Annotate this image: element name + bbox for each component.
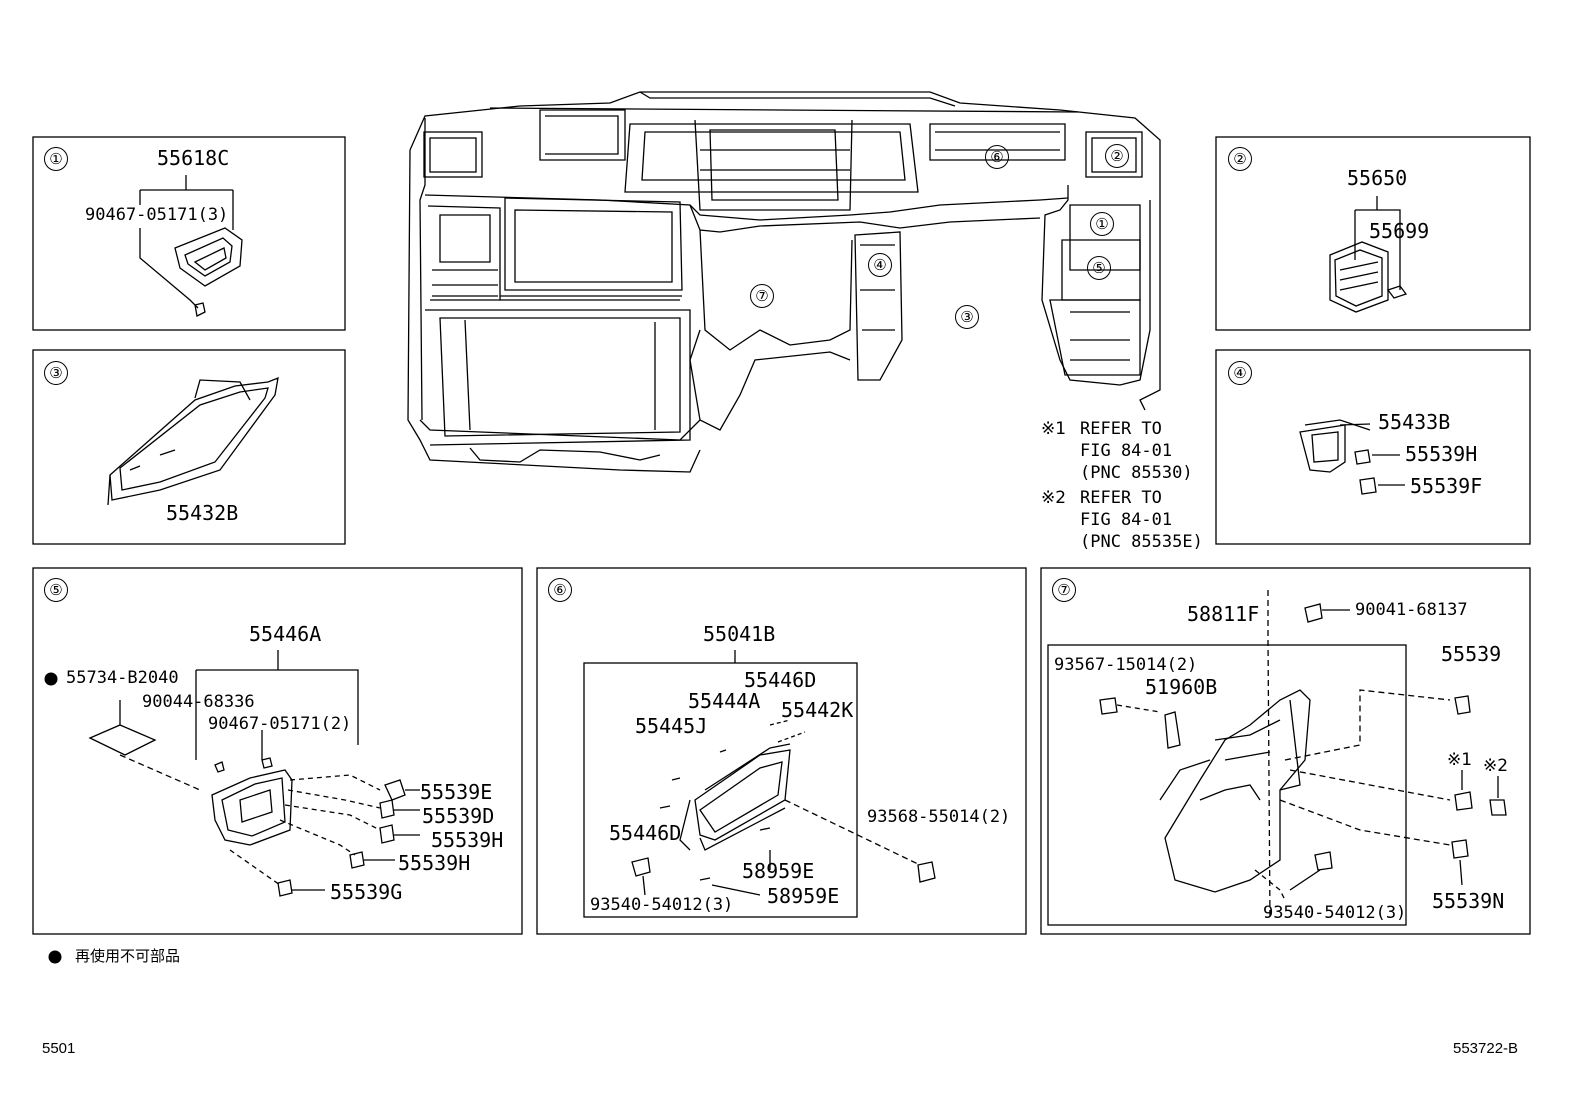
part-label: 93540-54012(3) bbox=[590, 895, 734, 915]
part-label: 93567-15014(2) bbox=[1054, 655, 1198, 675]
part-label: 55539H bbox=[1405, 442, 1478, 466]
part-label: 55539 bbox=[1441, 642, 1502, 666]
part-label: 90041-68137 bbox=[1355, 600, 1468, 620]
callout-4: ④ bbox=[1228, 361, 1252, 385]
assembly-callout-6: ⑥ bbox=[985, 145, 1009, 169]
panel-3-frame bbox=[32, 349, 346, 545]
callout-7: ⑦ bbox=[1052, 578, 1076, 602]
panel-6-frame bbox=[536, 567, 1027, 935]
assembly-callout-3: ③ bbox=[955, 305, 979, 329]
part-label: 55539E bbox=[420, 780, 493, 804]
part-label: 55539G bbox=[330, 880, 403, 904]
panel-7-inner-frame bbox=[1047, 644, 1407, 926]
part-label: 55539H bbox=[431, 828, 504, 852]
part-label: 55432B bbox=[166, 501, 239, 525]
panel-1-frame bbox=[32, 136, 346, 331]
refer-note-1-mark: ※1 bbox=[1041, 419, 1067, 439]
panel-6-inner-frame bbox=[583, 662, 858, 918]
refer-note-2-line2: FIG 84-01 bbox=[1080, 510, 1173, 530]
part-label: 93540-54012(3) bbox=[1263, 903, 1407, 923]
part-label: 90467-05171(3) bbox=[85, 205, 229, 225]
non-reusable-dot bbox=[48, 950, 62, 964]
refer-note-1-line2: FIG 84-01 bbox=[1080, 441, 1173, 461]
panel-4-frame bbox=[1215, 349, 1531, 545]
part-label: 90467-05171(2) bbox=[208, 714, 352, 734]
part-label: 55539F bbox=[1410, 474, 1483, 498]
part-label: 55445J bbox=[635, 714, 708, 738]
part-label: 58811F bbox=[1187, 602, 1260, 626]
assembly-callout-1: ① bbox=[1090, 212, 1114, 236]
callout-6: ⑥ bbox=[548, 578, 572, 602]
panel-5-frame bbox=[32, 567, 523, 935]
part-label: 55446D bbox=[744, 668, 817, 692]
callout-5: ⑤ bbox=[44, 578, 68, 602]
refer-note-1-line3: (PNC 85530) bbox=[1080, 463, 1193, 483]
refer-note-2-line3: (PNC 85535E) bbox=[1080, 532, 1203, 552]
panel-2-frame bbox=[1215, 136, 1531, 331]
footer-left-code: 5501 bbox=[42, 1040, 76, 1057]
part-label: 55446A bbox=[249, 622, 322, 646]
part-label: 93568-55014(2) bbox=[867, 807, 1011, 827]
assembly-callout-2: ② bbox=[1105, 144, 1129, 168]
callout-3: ③ bbox=[44, 361, 68, 385]
part-label: 55041B bbox=[703, 622, 776, 646]
refer-note-1-line1: REFER TO bbox=[1080, 419, 1162, 439]
part-label: 55539D bbox=[422, 804, 495, 828]
part-label: 55650 bbox=[1347, 166, 1408, 190]
assembly-callout-7: ⑦ bbox=[750, 284, 774, 308]
part-label: 55433B bbox=[1378, 410, 1451, 434]
part-label: 55446D bbox=[609, 821, 682, 845]
part-label-non-reusable: 55734-B2040 bbox=[66, 668, 179, 688]
part-label: 55442K bbox=[781, 698, 854, 722]
callout-1: ① bbox=[44, 147, 68, 171]
footer-right-code: 553722-B bbox=[1453, 1040, 1519, 1057]
assembly-callout-5: ⑤ bbox=[1087, 256, 1111, 280]
panel-7-frame bbox=[1040, 567, 1531, 935]
part-label: 55444A bbox=[688, 689, 761, 713]
part-label: 90044-68336 bbox=[142, 692, 255, 712]
refer-note-2-mark: ※2 bbox=[1041, 488, 1067, 508]
refer-note-2-line1: REFER TO bbox=[1080, 488, 1162, 508]
part-label: 55618C bbox=[157, 146, 230, 170]
non-reusable-dot-panel5 bbox=[44, 672, 58, 686]
instrument-panel-drawing bbox=[407, 91, 1161, 473]
callout-2: ② bbox=[1228, 147, 1252, 171]
part-label: 55539H bbox=[398, 851, 471, 875]
part-label: 58959E bbox=[767, 884, 840, 908]
legend-text: 再使用不可部品 bbox=[75, 947, 181, 965]
refer-mark-1: ※1 bbox=[1447, 750, 1473, 770]
part-label: 58959E bbox=[742, 859, 815, 883]
refer-mark-2: ※2 bbox=[1483, 756, 1509, 776]
part-label: 55539N bbox=[1432, 889, 1505, 913]
part-label: 55699 bbox=[1369, 219, 1430, 243]
assembly-callout-4: ④ bbox=[868, 253, 892, 277]
part-label: 51960B bbox=[1145, 675, 1218, 699]
